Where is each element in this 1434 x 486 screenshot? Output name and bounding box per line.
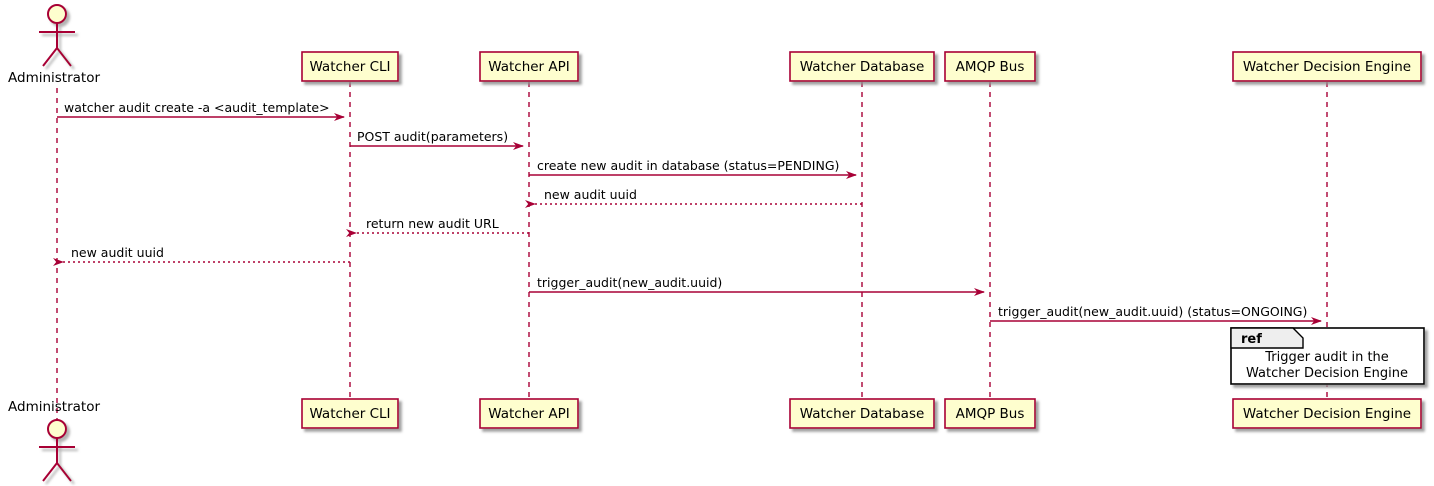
participant-label: Watcher CLI xyxy=(309,59,390,75)
message-label: watcher audit create -a <audit_template> xyxy=(64,100,330,115)
participant-label: Watcher Database xyxy=(800,406,925,422)
actor-leg-right-line xyxy=(56,47,72,67)
participant-label: AMQP Bus xyxy=(956,406,1025,422)
participant-label: Watcher Decision Engine xyxy=(1243,406,1411,422)
actor-head-icon xyxy=(47,4,67,24)
participant-box-watcher-cli-top[interactable]: Watcher CLI xyxy=(301,51,399,82)
participant-box-watcher-cli-bottom[interactable]: Watcher CLI xyxy=(301,398,399,429)
participant-rect xyxy=(479,51,579,82)
ref-fragment-tab xyxy=(1230,327,1304,349)
message-label: POST audit(parameters) xyxy=(357,129,508,144)
participant-rect xyxy=(789,398,935,429)
ref-fragment[interactable]: ref Trigger audit in the Watcher Decisio… xyxy=(1230,327,1425,385)
message-label: create new audit in database (status=PEN… xyxy=(537,158,839,173)
participant-rect xyxy=(301,51,399,82)
participant-box-decision-engine-top[interactable]: Watcher Decision Engine xyxy=(1232,51,1422,82)
message-label: new audit uuid xyxy=(544,187,637,202)
actor-leg-left-line xyxy=(42,47,58,67)
participant-rect xyxy=(789,51,935,82)
message-label: return new audit URL xyxy=(366,216,499,231)
message-label: new audit uuid xyxy=(71,245,164,260)
message-label: trigger_audit(new_audit.uuid) (status=ON… xyxy=(998,304,1307,319)
participant-rect xyxy=(1232,51,1422,82)
participant-rect xyxy=(301,398,399,429)
message-return-new-audit-url[interactable]: return new audit URL xyxy=(346,216,529,237)
participant-rect xyxy=(944,51,1036,82)
ref-fragment-keyword: ref xyxy=(1241,332,1262,347)
actor-head-icon-bottom xyxy=(47,419,67,439)
message-new-audit-uuid-db[interactable]: new audit uuid xyxy=(525,187,862,208)
message-create-new-audit[interactable]: create new audit in database (status=PEN… xyxy=(529,158,857,179)
actor-leg-left-line-bottom xyxy=(42,462,58,482)
participant-label: Watcher Database xyxy=(800,59,925,75)
participant-label: AMQP Bus xyxy=(956,59,1025,75)
participant-box-watcher-database-bottom[interactable]: Watcher Database xyxy=(789,398,935,429)
participant-label: Watcher CLI xyxy=(309,406,390,422)
message-label: trigger_audit(new_audit.uuid) xyxy=(537,275,722,290)
participant-label: Watcher Decision Engine xyxy=(1243,59,1411,75)
actor-administrator-bottom[interactable] xyxy=(39,419,75,482)
actor-administrator-top[interactable] xyxy=(39,4,75,67)
message-new-audit-uuid-cli[interactable]: new audit uuid xyxy=(53,245,350,266)
ref-fragment-line-1: Trigger audit in the xyxy=(1264,350,1389,365)
message-post-audit[interactable]: POST audit(parameters) xyxy=(350,129,524,150)
message-trigger-audit[interactable]: trigger_audit(new_audit.uuid) xyxy=(529,275,985,296)
participant-box-amqp-bus-top[interactable]: AMQP Bus xyxy=(944,51,1036,82)
participant-box-watcher-api-top[interactable]: Watcher API xyxy=(479,51,579,82)
participant-rect xyxy=(479,398,579,429)
actor-label-administrator-top: Administrator xyxy=(8,70,100,86)
participant-box-amqp-bus-bottom[interactable]: AMQP Bus xyxy=(944,398,1036,429)
ref-fragment-line-2: Watcher Decision Engine xyxy=(1246,366,1408,381)
actor-leg-right-line-bottom xyxy=(56,462,72,482)
participant-rect xyxy=(944,398,1036,429)
message-trigger-audit-ongoing[interactable]: trigger_audit(new_audit.uuid) (status=ON… xyxy=(990,304,1322,325)
participant-box-watcher-api-bottom[interactable]: Watcher API xyxy=(479,398,579,429)
participant-box-watcher-database-top[interactable]: Watcher Database xyxy=(789,51,935,82)
participant-label: Watcher API xyxy=(488,59,570,75)
participant-rect xyxy=(1232,398,1422,429)
actor-label-administrator-bottom: Administrator xyxy=(8,399,100,415)
message-watcher-audit-create[interactable]: watcher audit create -a <audit_template> xyxy=(57,100,345,121)
participant-label: Watcher API xyxy=(488,406,570,422)
participant-box-decision-engine-bottom[interactable]: Watcher Decision Engine xyxy=(1232,398,1422,429)
lifelines xyxy=(56,82,1328,422)
